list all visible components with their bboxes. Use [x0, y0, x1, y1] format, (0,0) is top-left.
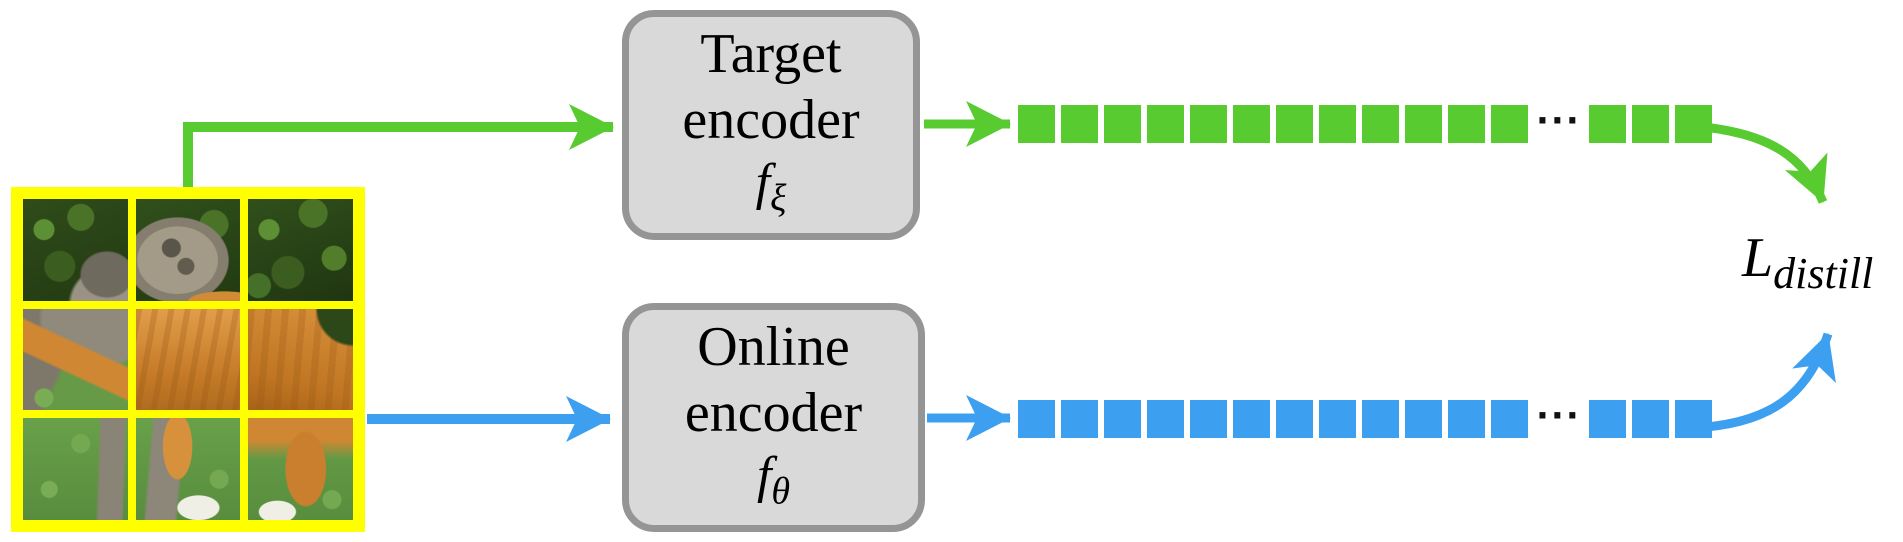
- online-token: [1491, 400, 1528, 438]
- target-token: [1405, 105, 1442, 143]
- image-patch-r2c0: [23, 418, 128, 520]
- target-token: [1588, 105, 1626, 143]
- online-token: [1319, 400, 1356, 438]
- online-token: [1061, 400, 1098, 438]
- online-token: [1104, 400, 1141, 438]
- target-token-ellipsis: ···: [1536, 101, 1581, 141]
- target-token: [1276, 105, 1313, 143]
- loss-symbol: L: [1742, 227, 1774, 289]
- image-patch-r2c1: [135, 418, 241, 520]
- online-token-row: ···: [1018, 396, 1712, 438]
- target-token: [1631, 105, 1669, 143]
- distill-loss-label: Ldistill: [1742, 228, 1873, 304]
- online-token: [1588, 400, 1626, 438]
- online-token-main-group: [1018, 400, 1528, 438]
- online-token: [1362, 400, 1399, 438]
- target-token: [1018, 105, 1055, 143]
- online-encoder-label-line2: encoder: [684, 381, 863, 444]
- image-patch-r1c1: [135, 308, 241, 411]
- online-encoder-box: Online encoder fθ: [622, 303, 925, 532]
- image-patch-r1c2: [248, 308, 353, 411]
- online-token: [1147, 400, 1184, 438]
- image-patch-r0c0: [23, 199, 128, 301]
- image-patch-r0c2: [248, 199, 353, 301]
- online-token: [1276, 400, 1313, 438]
- image-patch-r1c0: [23, 308, 128, 411]
- target-encoder-label-line1: Target: [700, 23, 842, 86]
- online-token-tail-group: [1588, 400, 1712, 438]
- target-token: [1674, 105, 1712, 143]
- target-token-tail-group: [1588, 105, 1712, 143]
- online-tokens-to-loss-arrow: [1692, 332, 1836, 433]
- image-patch-r0c1: [135, 199, 241, 301]
- target-token: [1319, 105, 1356, 143]
- image-patch-r2c2: [248, 418, 353, 520]
- target-token: [1147, 105, 1184, 143]
- target-token: [1190, 105, 1227, 143]
- online-token: [1233, 400, 1270, 438]
- online-encoder-label-line1: Online: [697, 315, 850, 378]
- image-to-target-arrow: [183, 104, 614, 188]
- target-token-row: ···: [1018, 101, 1712, 143]
- online-token: [1448, 400, 1485, 438]
- online-token: [1674, 400, 1712, 438]
- target-tokens-to-loss-arrow: [1692, 121, 1828, 204]
- target-token-main-group: [1018, 105, 1528, 143]
- target-encoder-symbol: fξ: [755, 154, 787, 220]
- target-encoder-label-line2: encoder: [682, 89, 860, 152]
- online-token-ellipsis: ···: [1536, 396, 1581, 436]
- target-token: [1104, 105, 1141, 143]
- target-encoder-box: Target encoder fξ: [622, 10, 920, 240]
- target-token: [1362, 105, 1399, 143]
- online-token: [1631, 400, 1669, 438]
- online-encoder-symbol: fθ: [756, 446, 791, 513]
- online-token: [1018, 400, 1055, 438]
- target-token: [1491, 105, 1528, 143]
- online-token: [1190, 400, 1227, 438]
- target-token: [1061, 105, 1098, 143]
- target-token: [1448, 105, 1485, 143]
- loss-subscript: distill: [1773, 249, 1874, 299]
- target-token: [1233, 105, 1270, 143]
- input-image: [11, 187, 365, 532]
- online-token: [1405, 400, 1442, 438]
